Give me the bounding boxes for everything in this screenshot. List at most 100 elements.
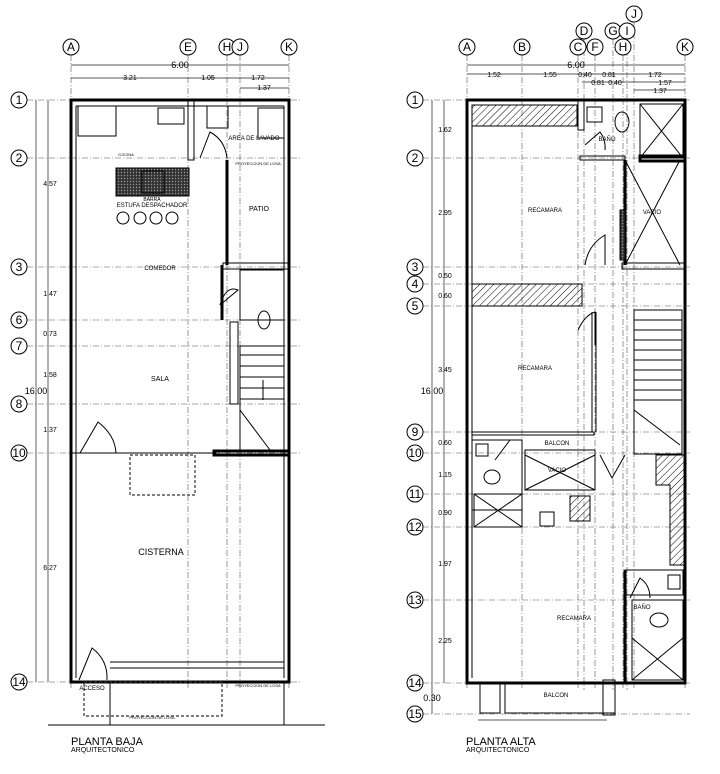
counter xyxy=(77,105,117,137)
axis-label: 15 xyxy=(408,707,422,721)
axis-label: 14 xyxy=(12,675,26,689)
width-dim-2: 0.40 xyxy=(608,80,622,87)
axis-label: H xyxy=(223,40,232,54)
length-dim: 2.95 xyxy=(438,210,452,217)
sink xyxy=(475,443,489,457)
axis-bubble xyxy=(676,38,694,56)
door-swing xyxy=(199,131,228,159)
stool xyxy=(149,211,163,225)
door-swing xyxy=(219,288,239,306)
length-dim: 1.97 xyxy=(438,561,452,568)
bathroom xyxy=(239,269,285,321)
door-swing xyxy=(79,421,117,454)
plan-title: PLANTA BAJA xyxy=(71,736,144,748)
room-label-cocina: COCINA xyxy=(118,152,134,157)
overall-width-dim: 6.00 xyxy=(567,60,585,70)
length-dim: 0.30 xyxy=(423,693,441,703)
overall-width-dim: 6.00 xyxy=(171,60,189,70)
plan-subtitle: ARQUITECTONICO xyxy=(71,747,135,754)
sink-patio xyxy=(257,107,285,139)
room-label-barra: BARRA xyxy=(143,197,161,203)
room-label-recamara: RECAMARA xyxy=(557,616,591,622)
shower-x xyxy=(473,493,523,528)
wall xyxy=(229,321,239,405)
washer xyxy=(206,105,229,129)
axis-bubble xyxy=(406,705,424,723)
axis-label: 3 xyxy=(412,260,419,274)
door-swing xyxy=(494,439,626,480)
overall-length-dim: 16.00 xyxy=(25,386,48,396)
width-dim: 3.21 xyxy=(123,75,137,82)
stool xyxy=(133,211,147,225)
staircase xyxy=(633,309,683,455)
axis-label: 9 xyxy=(412,425,419,439)
axis-bubble xyxy=(513,38,531,56)
axis-bubble xyxy=(10,673,28,691)
width-dim: 0.40 xyxy=(578,72,592,79)
axis-label: F xyxy=(591,40,598,54)
axis-bubble xyxy=(280,38,298,56)
axis-bubble xyxy=(586,38,604,56)
axis-bubble xyxy=(575,22,593,40)
axis-bubble xyxy=(618,22,636,40)
axis-label: J xyxy=(237,40,243,54)
overall-length-dim: 16.00 xyxy=(421,386,444,396)
axis-bubble xyxy=(10,444,28,462)
axis-bubble xyxy=(10,91,28,109)
shower xyxy=(473,493,523,528)
wall xyxy=(577,99,585,131)
annotation: PROYECCION DE LOSA xyxy=(129,715,175,720)
axis-label: J xyxy=(631,7,637,21)
axis-bubble xyxy=(406,444,424,462)
closet xyxy=(471,104,578,127)
axis-bubble xyxy=(10,258,28,276)
axis-bubble xyxy=(10,311,28,329)
axis-bubble xyxy=(179,38,197,56)
length-dim: 1.15 xyxy=(438,472,452,479)
stair-winder xyxy=(239,409,271,451)
length-dim: 0.50 xyxy=(438,273,452,280)
width-dim-2: 0.81 xyxy=(591,80,605,87)
axis-bubble xyxy=(406,591,424,609)
sink xyxy=(157,107,185,125)
shower-x xyxy=(631,637,684,681)
planta-baja: 6.00 3.21 1.05 1.72 1.37 16.00 4.57 1.47… xyxy=(25,60,281,754)
column xyxy=(569,495,591,522)
axis-bubble xyxy=(406,297,424,315)
length-dim: 3.45 xyxy=(438,367,452,374)
drawing-lines xyxy=(27,22,690,726)
axis-label: 12 xyxy=(408,520,422,534)
room-label-balcon: BALCON xyxy=(544,693,569,699)
axis-label: 4 xyxy=(412,277,419,291)
length-dim: 0.73 xyxy=(43,331,57,338)
axis-bubble xyxy=(569,38,587,56)
axis-label: H xyxy=(619,40,628,54)
axis-label: 10 xyxy=(408,446,422,460)
axis-label: C xyxy=(574,40,583,54)
partition xyxy=(187,99,195,161)
axis-label: 6 xyxy=(16,313,23,327)
sink xyxy=(667,574,681,590)
axis-bubble xyxy=(406,518,424,536)
length-dim: 1.62 xyxy=(438,127,452,134)
axis-bubble xyxy=(614,38,632,56)
length-dim: 0.60 xyxy=(438,293,452,300)
axis-label: 5 xyxy=(412,299,419,313)
wall xyxy=(212,449,291,457)
width-dim: 1.55 xyxy=(543,72,557,79)
axis-bubble xyxy=(231,38,249,56)
axis-label: 14 xyxy=(408,676,422,690)
balcony xyxy=(524,449,596,491)
axis-bubble xyxy=(406,91,424,109)
wall xyxy=(222,262,290,270)
room-label-balcon: BALCON xyxy=(545,441,570,447)
slab-projection xyxy=(83,681,223,717)
door-swing xyxy=(629,577,651,599)
width-dim: 1.72 xyxy=(251,75,265,82)
axis-label: I xyxy=(625,24,628,38)
annotation: PROYECCION DE LOSA xyxy=(235,683,281,688)
plan-subtitle: ARQUITECTONICO xyxy=(466,747,530,754)
axis-bubble xyxy=(406,149,424,167)
